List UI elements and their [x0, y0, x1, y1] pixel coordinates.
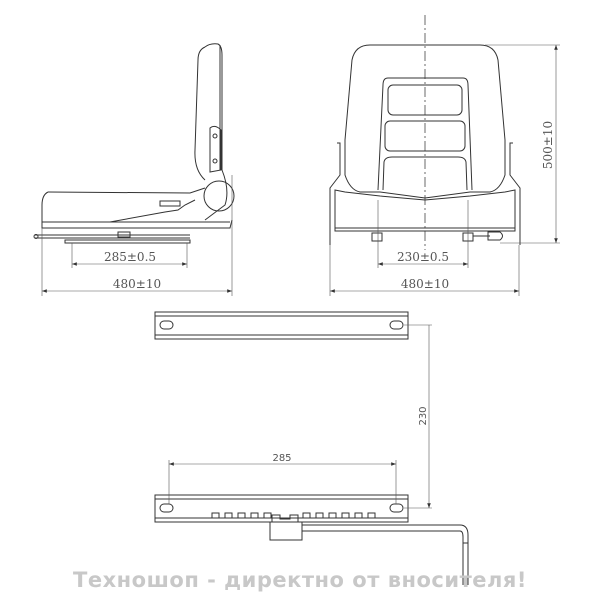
- side-width-dimension: 480±10: [113, 277, 161, 291]
- front-view: 230±0.5 480±10 500±10: [329, 15, 560, 296]
- rail-tooth: [237, 512, 246, 519]
- rail-length-dimension: 285: [272, 453, 291, 464]
- rails-view: 285 230: [154, 311, 469, 585]
- rail-tooth: [341, 512, 350, 519]
- rail-tooth: [302, 512, 311, 519]
- front-height-dimension: 500±10: [541, 121, 555, 169]
- rail-tooth: [354, 512, 363, 519]
- rail-tooth: [367, 512, 376, 519]
- front-width-dimension: 480±10: [401, 277, 449, 291]
- rail-tooth: [315, 512, 324, 519]
- front-mount-dimension: 230±0.5: [397, 250, 449, 264]
- watermark: Техношоп - директно от вносителя!: [73, 568, 527, 592]
- side-view: 285±0.5 480±10: [33, 43, 235, 296]
- rail-tooth: [211, 512, 220, 519]
- rail-tooth: [263, 512, 272, 519]
- rail-spacing-dimension: 230: [418, 406, 429, 425]
- side-depth-dimension: 285±0.5: [104, 250, 156, 264]
- rail-tooth: [250, 512, 259, 519]
- rail-tooth: [224, 512, 233, 519]
- rail-tooth: [328, 512, 337, 519]
